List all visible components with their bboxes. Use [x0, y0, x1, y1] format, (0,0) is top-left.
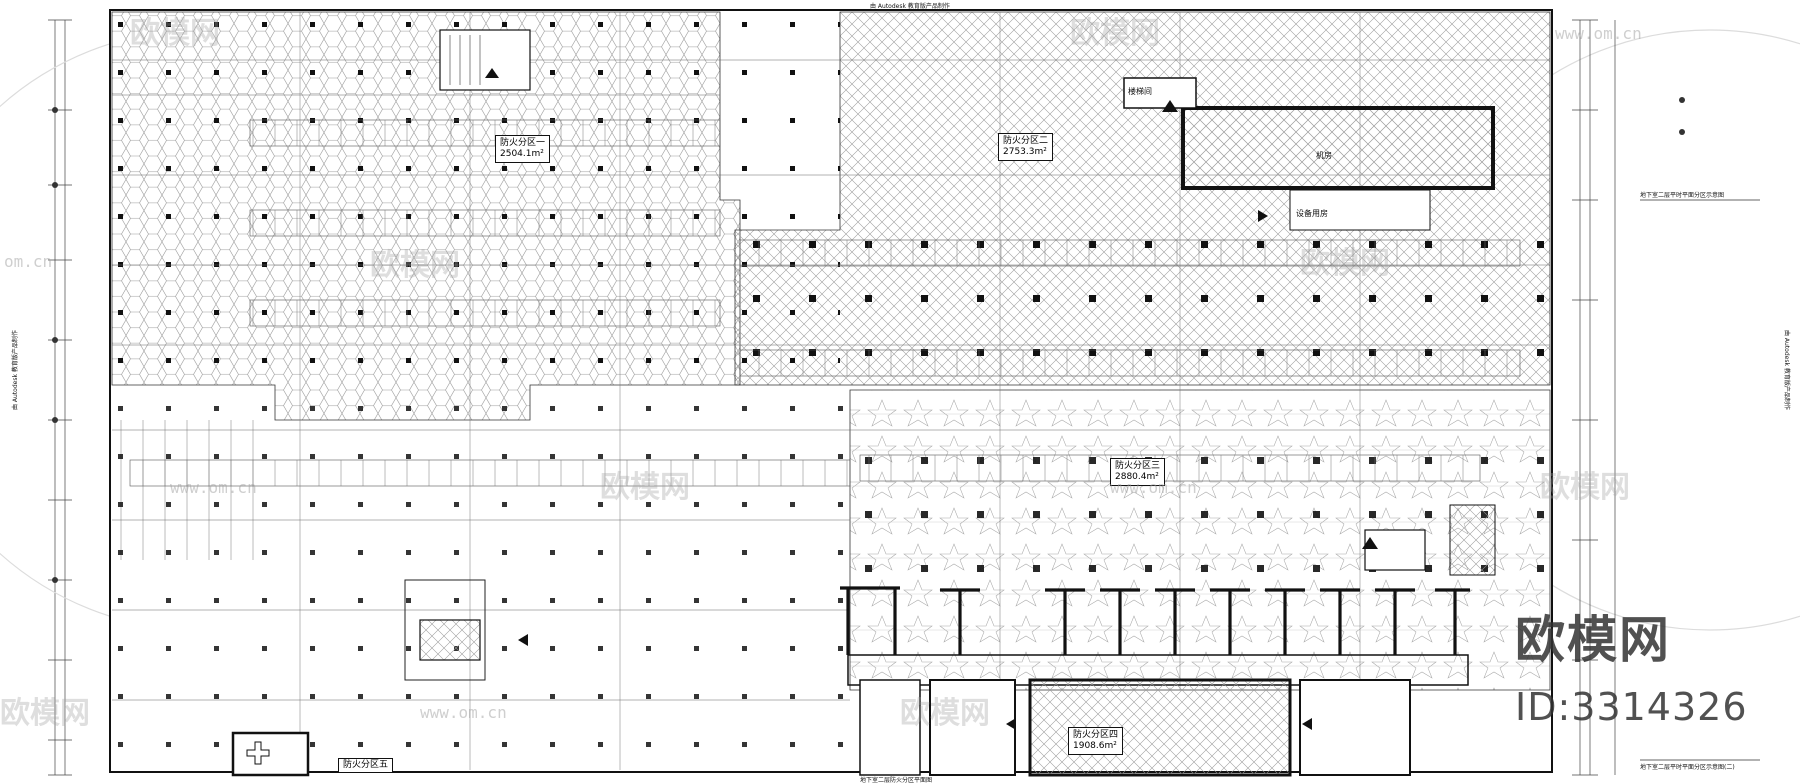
right-note-top: 地下室二层平时平面分区示意图: [1640, 192, 1725, 199]
zone-name: 防火分区二: [1003, 136, 1049, 146]
zone-name: 防火分区三: [1115, 461, 1161, 471]
zone-label-2: 防火分区二 2753.3m²: [998, 133, 1054, 161]
watermark-url-3: www.om.cn: [170, 478, 257, 497]
watermark-url-1: www.om.cn: [1555, 24, 1642, 43]
zone-label-5: 防火分区五: [338, 758, 394, 773]
zone-area: 2753.3m²: [1003, 147, 1047, 157]
watermark-faint-6: 欧模网: [1540, 470, 1630, 505]
zone-label-4: 防火分区四 1908.6m²: [1068, 727, 1124, 755]
left-side-stamp: 由 Autodesk 教育版产品制作: [12, 330, 19, 410]
zone-name: 防火分区一: [500, 138, 546, 148]
watermark-faint-5: 欧模网: [600, 470, 690, 505]
right-note-bottom: 地下室二层平时平面分区示意图(二): [1640, 764, 1735, 771]
watermark-faint-7: 欧模网: [0, 696, 90, 731]
zone-name: 防火分区四: [1073, 730, 1119, 740]
zone-label-1: 防火分区一 2504.1m²: [495, 135, 551, 163]
watermark-url-4: www.om.cn: [1110, 478, 1197, 497]
sheet-bottom-title: 地下室二层防火分区平面图: [860, 777, 933, 784]
watermark-id: ID:3314326: [1515, 685, 1748, 729]
watermark-faint-3: 欧模网: [370, 248, 460, 283]
watermark-faint-2: 欧模网: [1070, 16, 1160, 51]
zone-label-3: 防火分区三 2880.4m²: [1110, 458, 1166, 486]
watermark-url-2: om.cn: [4, 252, 53, 271]
zone-area: 1908.6m²: [1073, 741, 1117, 751]
watermark-brand: 欧模网: [1515, 611, 1671, 669]
watermark-faint-1: 欧模网: [130, 16, 220, 51]
room-label-equipment: 设备用房: [1296, 209, 1328, 218]
watermark-faint-4: 欧模网: [1300, 246, 1390, 281]
watermark-faint-8: 欧模网: [900, 696, 990, 731]
watermark-url-5: www.om.cn: [420, 703, 507, 722]
equipment-room: [1181, 106, 1495, 190]
right-side-stamp: 由 Autodesk 教育版产品制作: [1783, 330, 1790, 410]
room-label-machine: 机房: [1316, 151, 1332, 160]
zone-area: 2504.1m²: [500, 149, 544, 159]
zone-area: 2880.4m²: [1115, 472, 1159, 482]
zone-name: 防火分区五: [343, 760, 389, 770]
room-label-stair: 楼梯间: [1128, 87, 1152, 96]
sheet-top-title: 由 Autodesk 教育版产品制作: [870, 3, 950, 10]
